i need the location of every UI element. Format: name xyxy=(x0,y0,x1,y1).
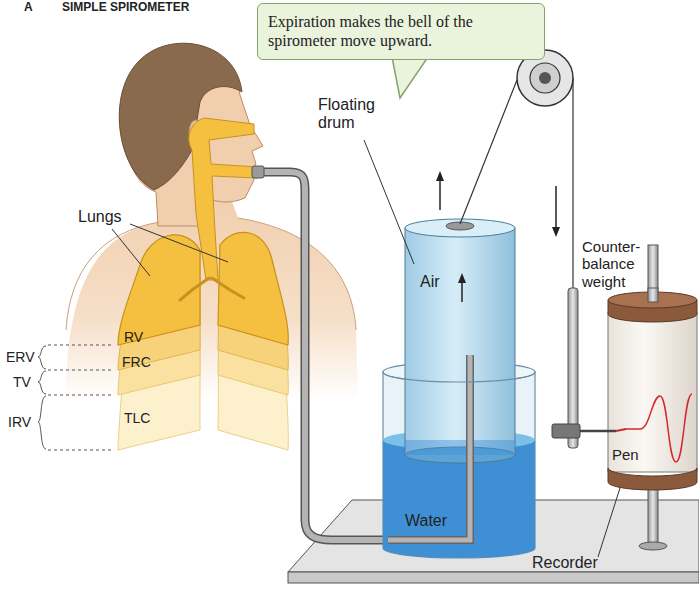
part-label: Floating drum xyxy=(318,96,398,133)
breathing-tube xyxy=(258,172,388,540)
recorder-drum xyxy=(608,312,697,472)
volume-label: RV xyxy=(124,329,143,345)
recorder-axle xyxy=(648,245,658,303)
cord xyxy=(460,80,517,224)
panel-title: SIMPLE SPIROMETER xyxy=(62,1,189,15)
air-pipe xyxy=(388,355,470,540)
leader-line xyxy=(364,140,620,557)
volume-label: IRV xyxy=(8,414,31,430)
breathing-tube xyxy=(258,172,388,540)
motion-arrow xyxy=(555,186,557,228)
volume-label: ERV xyxy=(6,349,35,365)
motion-arrow xyxy=(439,180,441,210)
panel-letter: A xyxy=(24,1,33,15)
volume-label: TV xyxy=(13,374,31,390)
bronchi xyxy=(180,278,244,300)
part-label: Water xyxy=(405,512,447,530)
base-plate-edge xyxy=(288,572,699,583)
recorder-cap xyxy=(608,468,697,490)
lung-volumes xyxy=(118,232,288,450)
cord xyxy=(572,78,573,290)
airway xyxy=(189,118,258,280)
leader-line xyxy=(112,224,228,276)
volume-label: TLC xyxy=(124,410,150,426)
part-label: Pen xyxy=(612,446,639,463)
volume-brackets xyxy=(38,345,114,450)
volume-label: FRC xyxy=(122,354,151,370)
callout-box: Expiration makes the bell of the spirome… xyxy=(257,3,545,60)
part-label: Lungs xyxy=(78,208,122,226)
part-label: Air xyxy=(420,273,440,291)
air-arrow xyxy=(461,282,463,302)
pen-tip xyxy=(616,429,626,431)
part-label: Counter- balance weight xyxy=(582,238,644,290)
callout-tail xyxy=(392,57,428,98)
mouthpiece xyxy=(252,166,264,178)
part-label: Recorder xyxy=(532,554,598,572)
callout-text: Expiration makes the bell of the spirome… xyxy=(268,12,534,50)
floating-drum xyxy=(405,228,515,455)
pen-arm xyxy=(580,430,616,433)
pen-clamp xyxy=(552,424,580,438)
